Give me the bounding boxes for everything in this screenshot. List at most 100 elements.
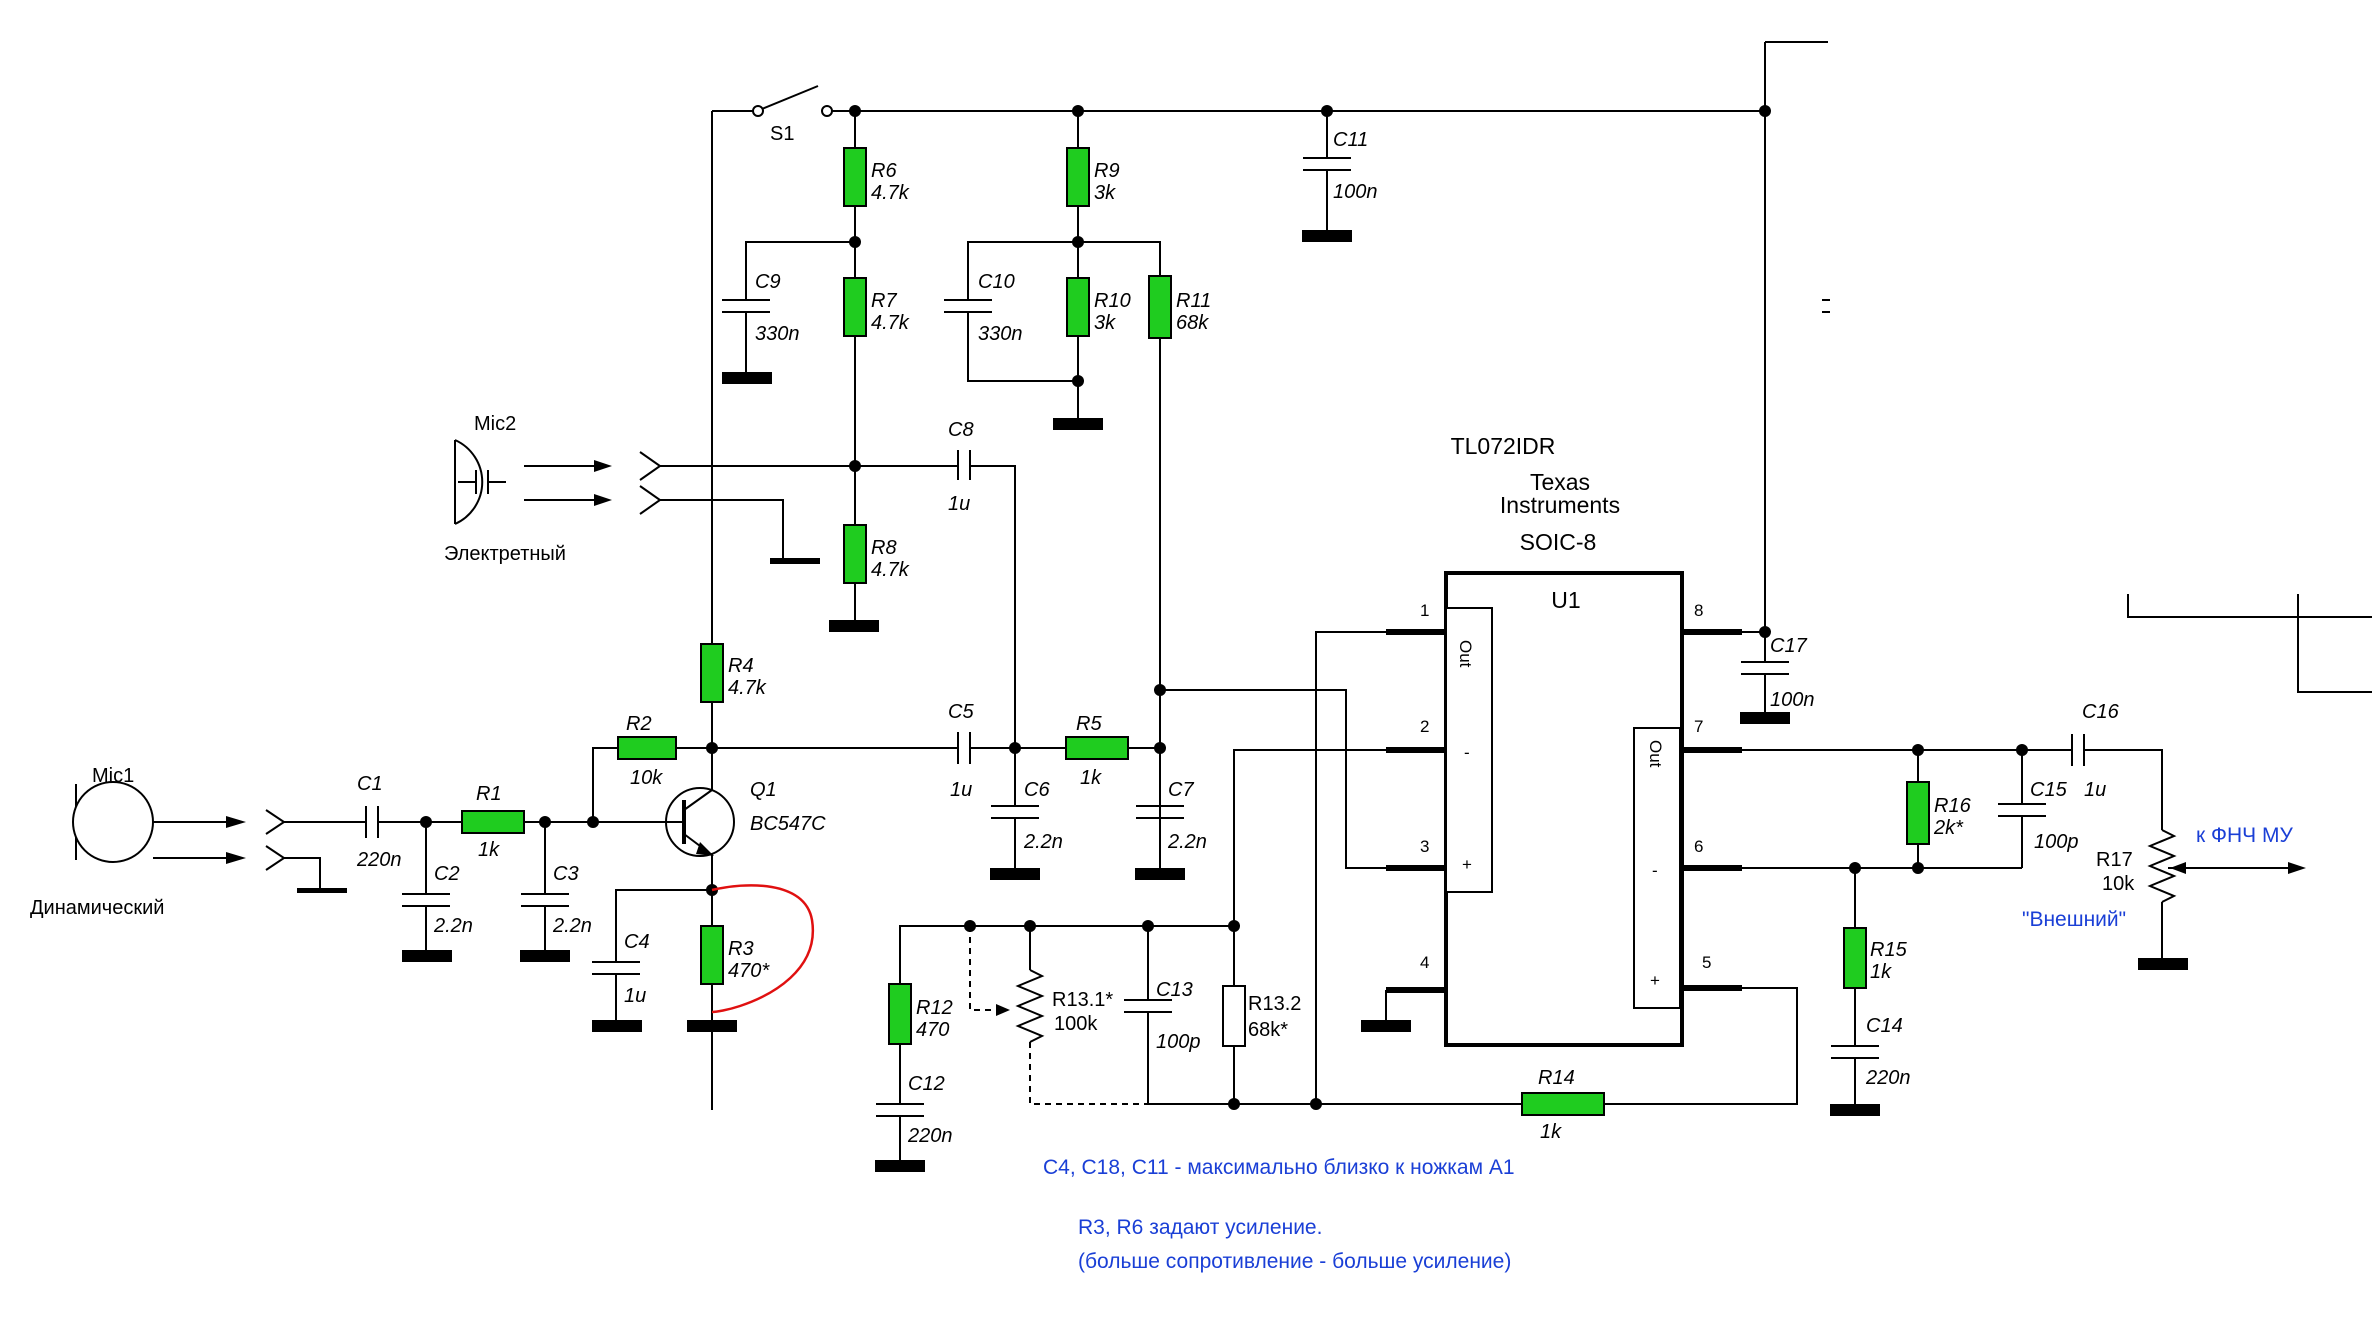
r1-ref: R1 bbox=[476, 783, 502, 805]
r8-ref: R8 bbox=[871, 537, 897, 559]
pin-2: 2 bbox=[1420, 717, 1429, 736]
r15-ref: R15 bbox=[1870, 939, 1908, 961]
opamp-a-plus: + bbox=[1462, 855, 1472, 874]
switch-ref: S1 bbox=[770, 123, 794, 145]
c8-value: 1u bbox=[948, 493, 970, 515]
r17-value: 10k bbox=[2102, 873, 2135, 895]
r4-value: 4.7k bbox=[728, 677, 767, 699]
r7-ref: R7 bbox=[871, 290, 897, 312]
pin-8: 8 bbox=[1694, 601, 1703, 620]
opamp-u1: TL072IDR Texas Instruments SOIC-8 U1 Out… bbox=[1361, 433, 1742, 1047]
c5-ref: C5 bbox=[948, 701, 974, 723]
output-stage: R16 2k* C15 100p R15 1k C14 220n C16 1u … bbox=[1742, 701, 2306, 1116]
chip-maker-1: Texas bbox=[1530, 469, 1590, 495]
c8-ref: C8 bbox=[948, 419, 974, 441]
c2-ref: C2 bbox=[434, 863, 460, 885]
pin-7: 7 bbox=[1694, 717, 1703, 736]
r13-1-value: 100k bbox=[1054, 1013, 1098, 1035]
c16-value: 1u bbox=[2084, 779, 2106, 801]
chip-model: TL072IDR bbox=[1451, 433, 1556, 459]
r14-value: 1k bbox=[1540, 1121, 1562, 1143]
bias-network-r9-r10-r11: R9 3k C10 330n R10 3k R11 68k bbox=[944, 111, 1211, 864]
c10-value: 330n bbox=[978, 323, 1023, 345]
c1-value: 220n bbox=[356, 849, 402, 871]
resistor-r2: R2 10k bbox=[592, 713, 712, 822]
partial-frame bbox=[2127, 594, 2372, 693]
r14-ref: R14 bbox=[1538, 1067, 1575, 1089]
mic1-ref: Mic1 bbox=[92, 765, 134, 787]
opamp-a-out: Out bbox=[1456, 640, 1475, 668]
capacitor-c17: C17 100n bbox=[1740, 632, 1815, 724]
r2-value: 10k bbox=[630, 767, 663, 789]
note-gain-detail: (больше сопротивление - больше усиление) bbox=[1078, 1250, 1511, 1273]
r10-value: 3k bbox=[1094, 312, 1116, 334]
chip-ref: U1 bbox=[1551, 587, 1580, 613]
c5-value: 1u bbox=[950, 779, 972, 801]
c12-ref: C12 bbox=[908, 1073, 945, 1095]
pin-1: 1 bbox=[1420, 601, 1429, 620]
capacitor-c8: C8 1u bbox=[855, 419, 1016, 748]
r7-value: 4.7k bbox=[871, 312, 910, 334]
mic2-type: Электретный bbox=[444, 543, 566, 565]
c3-ref: C3 bbox=[553, 863, 579, 885]
c7-value: 2.2n bbox=[1167, 831, 1207, 853]
microphone-mic2: Mic2 Электретный bbox=[444, 413, 855, 565]
c6-ref: C6 bbox=[1024, 779, 1050, 801]
r12-value: 470 bbox=[916, 1019, 949, 1041]
output-label: к ФНЧ МУ bbox=[2196, 824, 2293, 847]
pin-3: 3 bbox=[1420, 837, 1429, 856]
c14-ref: C14 bbox=[1866, 1015, 1903, 1037]
capacitor-c9: C9 330n bbox=[722, 241, 855, 384]
r1-value: 1k bbox=[478, 839, 500, 861]
c11-ref: C11 bbox=[1333, 129, 1368, 151]
pin-4: 4 bbox=[1420, 953, 1429, 972]
switch-s1: S1 bbox=[752, 85, 833, 145]
coupling-filter: C5 1u R5 1k C6 2.2n C7 2.2n bbox=[712, 684, 1207, 880]
opamp-b-plus: + bbox=[1650, 971, 1660, 990]
gain-network: R12 470 C12 220n R13.1* 100k C13 100p R1… bbox=[875, 920, 1605, 1172]
resistor-r4: R4 4.7k bbox=[700, 643, 767, 754]
r3-ref: R3 bbox=[728, 938, 754, 960]
microphone-mic1: Mic1 Динамический bbox=[30, 765, 347, 919]
r15-value: 1k bbox=[1870, 961, 1892, 983]
r4-ref: R4 bbox=[728, 655, 754, 677]
opamp-b-out: Out bbox=[1646, 740, 1665, 768]
c3-value: 2.2n bbox=[552, 915, 592, 937]
c7-ref: C7 bbox=[1168, 779, 1194, 801]
r16-ref: R16 bbox=[1934, 795, 1972, 817]
c14-value: 220n bbox=[1865, 1067, 1911, 1089]
r11-ref: R11 bbox=[1176, 290, 1211, 312]
divider-r6-r7-r8: R6 4.7k R7 4.7k R8 4.7k bbox=[829, 111, 910, 632]
c16-ref: C16 bbox=[2082, 701, 2120, 723]
c13-ref: C13 bbox=[1156, 979, 1193, 1001]
r12-ref: R12 bbox=[916, 997, 953, 1019]
r17-ref: R17 bbox=[2096, 849, 2133, 871]
c12-value: 220n bbox=[907, 1125, 953, 1147]
r9-value: 3k bbox=[1094, 182, 1116, 204]
c17-ref: C17 bbox=[1770, 635, 1808, 657]
emitter-network: C4 1u R3 470* bbox=[592, 884, 815, 1032]
c15-value: 100p bbox=[2034, 831, 2079, 853]
r8-value: 4.7k bbox=[871, 559, 910, 581]
c9-ref: C9 bbox=[755, 271, 781, 293]
r13-1-ref: R13.1* bbox=[1052, 989, 1113, 1011]
capacitor-c11: C11 100n bbox=[1302, 111, 1378, 242]
chip-package: SOIC-8 bbox=[1520, 529, 1597, 555]
mic1-type: Динамический bbox=[30, 897, 164, 919]
input-network: C1 220n R1 1k C2 2.2n C3 2.2n bbox=[284, 773, 656, 962]
r6-value: 4.7k bbox=[871, 182, 910, 204]
r5-value: 1k bbox=[1080, 767, 1102, 789]
c13-value: 100p bbox=[1156, 1031, 1201, 1053]
note-placement: C4, C18, C11 - максимально близко к ножк… bbox=[1043, 1156, 1515, 1179]
gain-annotation-circle bbox=[711, 884, 815, 1014]
notes: C4, C18, C11 - максимально близко к ножк… bbox=[1043, 1156, 1515, 1273]
r11-value: 68k bbox=[1176, 312, 1209, 334]
transistor-q1: Q1 BC547C bbox=[656, 748, 826, 920]
chip-wiring bbox=[1160, 626, 1798, 1105]
r3-value: 470* bbox=[728, 960, 770, 982]
note-gain: R3, R6 задают усиление. bbox=[1078, 1216, 1322, 1239]
q1-ref: Q1 bbox=[750, 779, 777, 801]
r6-ref: R6 bbox=[871, 160, 897, 182]
c10-ref: C10 bbox=[978, 271, 1015, 293]
